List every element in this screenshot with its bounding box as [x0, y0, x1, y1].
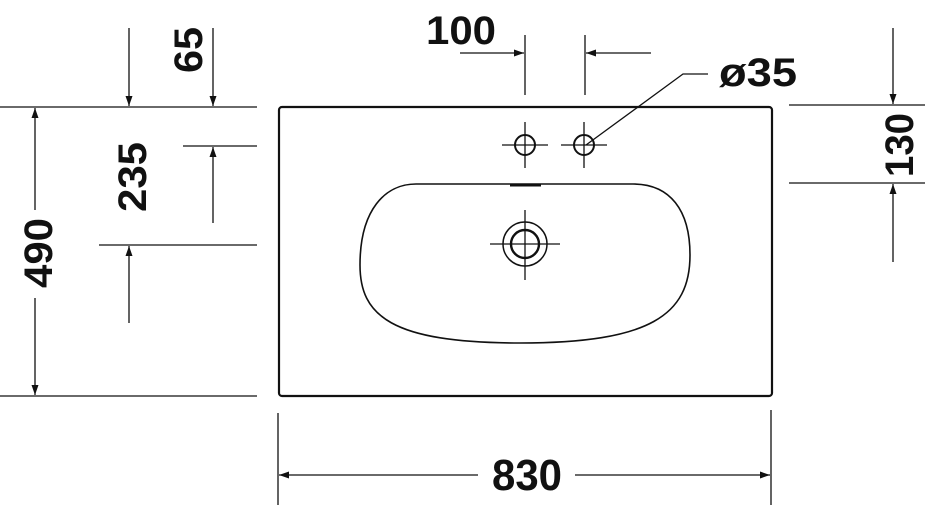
- dim-tap-to-drain: 235: [111, 142, 155, 212]
- bowl-outline: [359, 183, 691, 344]
- dim-back-to-bowl: 130: [878, 113, 922, 177]
- dim-tap-diameter: ø35: [719, 51, 797, 95]
- dim-overall-width: 830: [492, 451, 562, 500]
- dim-overall-depth: 490: [17, 218, 61, 288]
- dim-front-to-tap: 65: [167, 27, 211, 73]
- dim-tap-spacing: 100: [426, 9, 496, 53]
- tap-hole-left: [502, 122, 548, 168]
- basin-outline: [277, 105, 774, 398]
- drain: [490, 210, 560, 280]
- tap-hole-right: [561, 122, 607, 168]
